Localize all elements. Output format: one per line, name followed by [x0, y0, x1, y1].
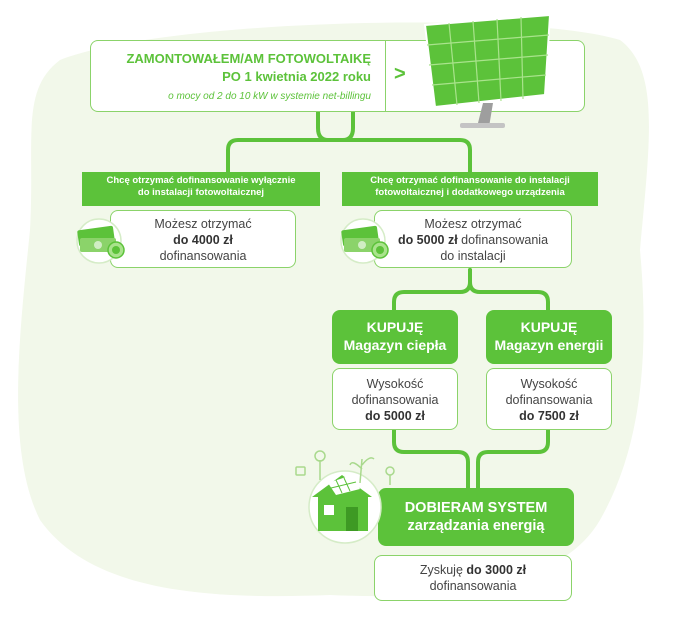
- heat-title-line2: Magazyn ciepła: [343, 337, 447, 353]
- heat-title-line1: KUPUJĘ: [366, 319, 424, 335]
- right-branch-header: Chcę otrzymać dofinansowanie do instalac…: [342, 172, 598, 206]
- left-line3: dofinansowania: [159, 249, 247, 263]
- energy-title-line1: KUPUJĘ: [520, 319, 578, 335]
- right-amount-box: Możesz otrzymać do 5000 zł dofinansowani…: [374, 210, 572, 268]
- top-title-line1: ZAMONTOWAŁEM/AM FOTOWOLTAIKĘ: [126, 51, 371, 66]
- top-subtitle: o mocy od 2 do 10 kW w systemie net-bill…: [168, 91, 371, 102]
- energy-title-line2: Magazyn energii: [494, 337, 604, 353]
- right-line3: do instalacji: [440, 249, 506, 263]
- energy-line1: Wysokość: [520, 377, 578, 391]
- house-icon: [295, 450, 395, 544]
- system-header: DOBIERAM SYSTEM zarządzania energią: [378, 488, 574, 546]
- system-title-line2: zarządzania energią: [407, 518, 545, 534]
- heat-line2: dofinansowania: [351, 393, 439, 407]
- right-header-line1: Chcę otrzymać dofinansowanie do instalac…: [370, 175, 570, 186]
- right-amount-suffix: dofinansowania: [457, 233, 549, 247]
- left-header-line1: Chcę otrzymać dofinansowanie wyłącznie: [106, 175, 296, 186]
- left-amount-box: Możesz otrzymać do 4000 zł dofinansowani…: [110, 210, 296, 268]
- solar-panel-icon: [423, 15, 552, 128]
- heat-amount: do 5000 zł: [365, 409, 425, 423]
- left-line1: Możesz otrzymać: [154, 217, 252, 231]
- money-icon: [76, 218, 125, 264]
- system-amount: do 3000 zł: [466, 563, 527, 577]
- left-branch-header: Chcę otrzymać dofinansowanie wyłącznie d…: [82, 172, 320, 206]
- left-header-line2: do instalacji fotowoltaicznej: [137, 187, 265, 198]
- energy-storage-header: KUPUJĘ Magazyn energii: [486, 310, 612, 364]
- money-icon-right: [340, 218, 389, 264]
- left-amount: do 4000 zł: [173, 233, 233, 247]
- top-box: ZAMONTOWAŁEM/AM FOTOWOLTAIKĘ PO 1 kwietn…: [90, 40, 385, 112]
- system-title-line1: DOBIERAM SYSTEM: [404, 500, 548, 516]
- energy-amount-box: Wysokość dofinansowania do 7500 zł: [486, 368, 612, 430]
- heat-storage-header: KUPUJĘ Magazyn ciepła: [332, 310, 458, 364]
- right-amount: do 5000 zł: [397, 233, 458, 247]
- system-line2: dofinansowania: [429, 579, 517, 593]
- chevron-right-icon: >: [394, 63, 406, 85]
- energy-line2: dofinansowania: [505, 393, 593, 407]
- top-title-line2: PO 1 kwietnia 2022 roku: [222, 69, 371, 84]
- energy-amount: do 7500 zł: [519, 409, 579, 423]
- right-header-line2: fotowoltaicznej i dodatkowego urządzenia: [375, 187, 565, 198]
- heat-line1: Wysokość: [366, 377, 424, 391]
- right-line1: Możesz otrzymać: [424, 217, 522, 231]
- heat-amount-box: Wysokość dofinansowania do 5000 zł: [332, 368, 458, 430]
- system-amount-box: Zyskuję do 3000 zł dofinansowania: [374, 555, 572, 601]
- system-prefix: Zyskuję: [419, 563, 467, 577]
